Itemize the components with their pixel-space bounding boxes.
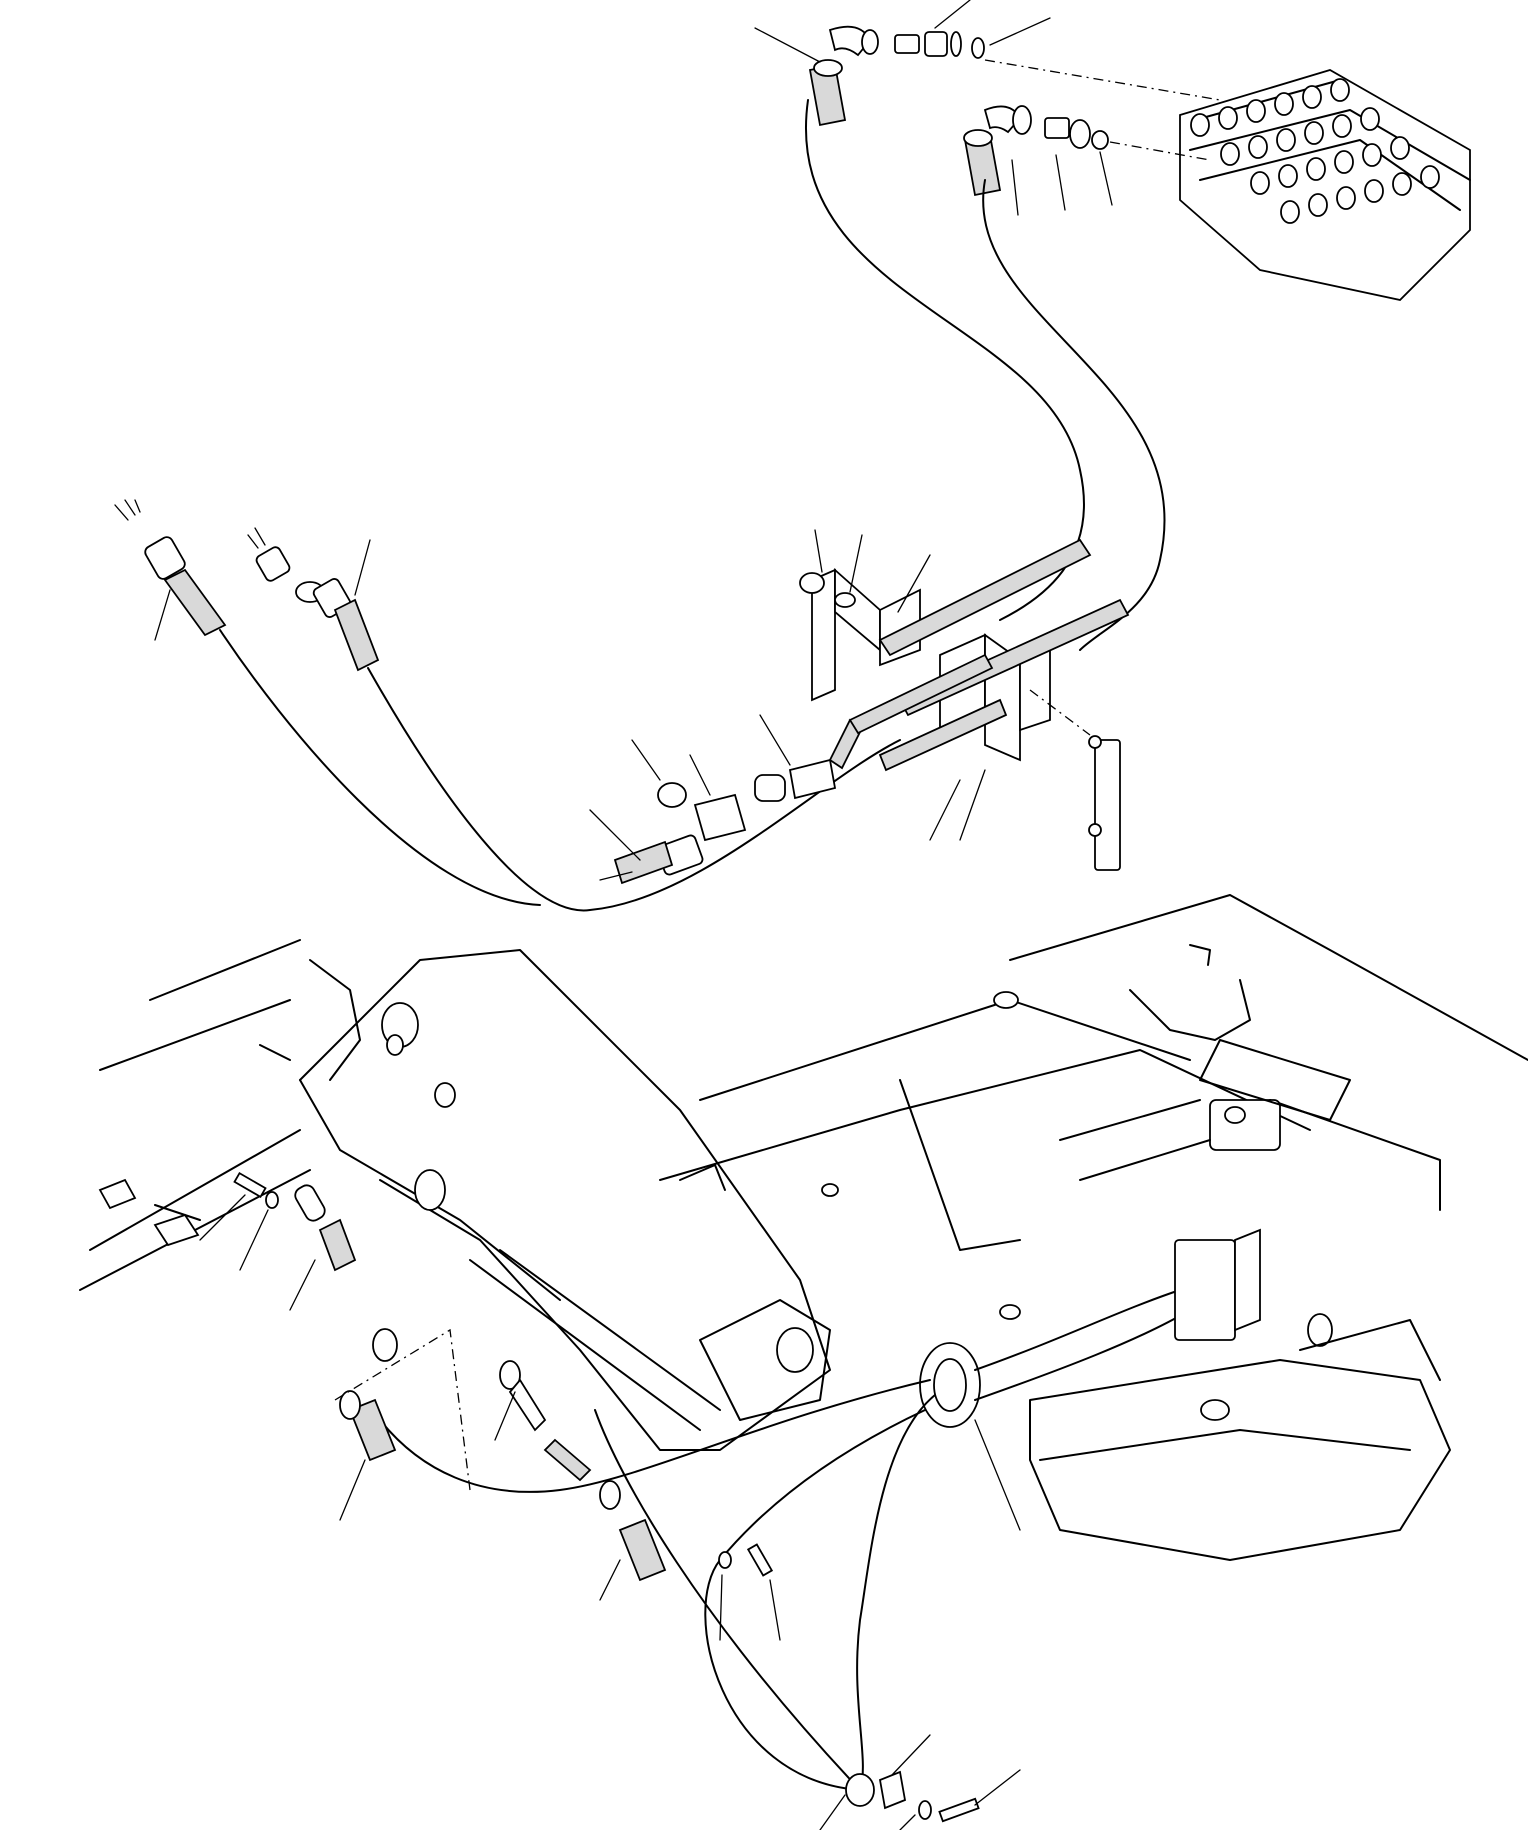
hose-upper-left xyxy=(805,99,1085,621)
valve-port xyxy=(1308,193,1328,217)
hose-clamp-block xyxy=(799,529,1130,871)
valve-port xyxy=(1364,179,1384,203)
valve-port xyxy=(1250,171,1270,195)
valve-port xyxy=(1336,186,1356,210)
frame-small-parts xyxy=(98,944,1211,1320)
valve-port xyxy=(1304,121,1324,145)
lower-left-fittings xyxy=(199,1171,781,1641)
valve-port xyxy=(1360,107,1380,131)
valve-port xyxy=(1276,128,1296,152)
valve-port xyxy=(1420,165,1440,189)
valve-port xyxy=(1220,142,1240,166)
counterweight xyxy=(1029,1313,1451,1561)
hose-assembly-upper-left xyxy=(114,499,901,912)
valve-port xyxy=(1332,114,1352,138)
valve-port xyxy=(1306,157,1326,181)
grommet xyxy=(919,1342,1021,1531)
upper-fitting-set-2 xyxy=(963,105,1211,216)
valve-port xyxy=(1390,136,1410,160)
valve-port xyxy=(1280,200,1300,224)
valve-port xyxy=(1392,172,1412,196)
valve-port xyxy=(1248,135,1268,159)
tee-fitting xyxy=(589,714,864,885)
control-valve xyxy=(1179,69,1471,301)
valve-port xyxy=(1278,164,1298,188)
valve-port xyxy=(1190,113,1210,137)
valve-port xyxy=(1330,78,1350,102)
lower-hose-bundle xyxy=(379,1228,1261,1830)
valve-port xyxy=(1302,85,1322,109)
boom xyxy=(79,939,831,1451)
valve-port xyxy=(1218,106,1238,130)
upper-frame xyxy=(659,894,1528,1251)
valve-port xyxy=(1334,150,1354,174)
valve-port xyxy=(1362,143,1382,167)
valve-port xyxy=(1246,99,1266,123)
upper-fitting-set-1 xyxy=(754,0,1221,127)
valve-port xyxy=(1274,92,1294,116)
